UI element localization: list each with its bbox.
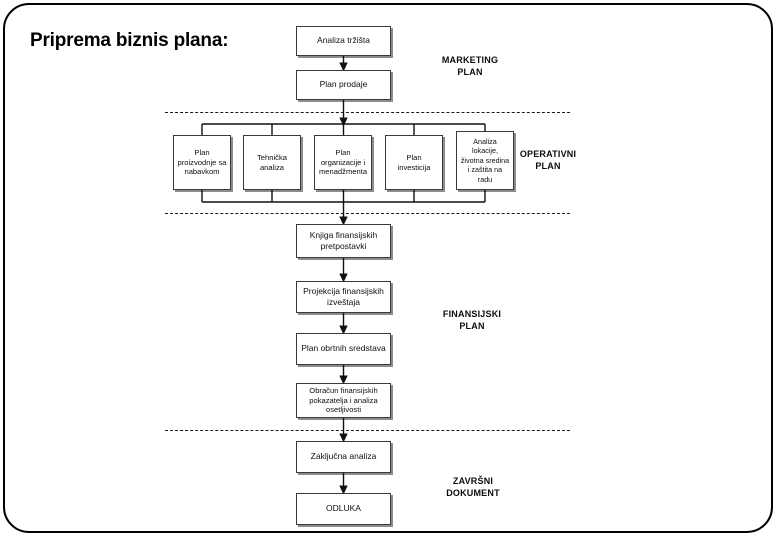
- node-label: Obračun finansijskih pokazatelja i anali…: [309, 385, 378, 415]
- node-label: Tehnička analiza: [257, 152, 287, 172]
- node-plan-organizacije[interactable]: Plan organizacije i menadžmenta: [314, 135, 372, 190]
- node-label: Plan prodaje: [319, 79, 368, 90]
- section-label-zavrsni-dokument: ZAVRŠNI DOKUMENT: [446, 476, 500, 499]
- node-label: Analiza lokacije, životna sredina i zašt…: [460, 137, 510, 184]
- node-plan-proizvodnje[interactable]: Plan proizvodnje sa nabavkom: [173, 135, 231, 190]
- section-label-finansijski-plan: FINANSIJSKI PLAN: [442, 309, 502, 332]
- divider-marketing-operativni: [165, 112, 570, 113]
- node-plan-investicija[interactable]: Plan investicija: [385, 135, 443, 190]
- node-label: Plan obrtnih sredstava: [301, 343, 386, 354]
- page-title: Priprema biznis plana:: [30, 30, 229, 51]
- node-analiza-trzista[interactable]: Analiza tržišta: [296, 26, 391, 56]
- node-label: ODLUKA: [326, 503, 361, 514]
- node-plan-obrtnih-sredstava[interactable]: Plan obrtnih sredstava: [296, 333, 391, 365]
- node-label: Analiza tržišta: [317, 35, 370, 46]
- divider-finansijski-zavrsni: [165, 430, 570, 431]
- node-zakljucna-analiza[interactable]: Zaključna analiza: [296, 441, 391, 473]
- node-plan-prodaje[interactable]: Plan prodaje: [296, 70, 391, 100]
- node-obracun-pokazatelja[interactable]: Obračun finansijskih pokazatelja i anali…: [296, 383, 391, 418]
- section-label-operativni-plan: OPERATIVNI PLAN: [519, 149, 577, 172]
- node-label: Plan investicija: [397, 152, 431, 172]
- node-label: Plan organizacije i menadžmenta: [318, 147, 368, 177]
- node-projekcija-finansijskih-izvestaja[interactable]: Projekcija finansijskih izveštaja: [296, 281, 391, 313]
- node-analiza-lokacije[interactable]: Analiza lokacije, životna sredina i zašt…: [456, 131, 514, 190]
- section-label-marketing-plan: MARKETING PLAN: [441, 55, 499, 78]
- node-label: Knjiga finansijskih pretpostavki: [309, 229, 378, 251]
- node-tehnicka-analiza[interactable]: Tehnička analiza: [243, 135, 301, 190]
- node-label: Projekcija finansijskih izveštaja: [303, 285, 384, 307]
- slide-frame-border: [3, 3, 773, 533]
- node-label: Plan proizvodnje sa nabavkom: [177, 147, 227, 177]
- node-odluka[interactable]: ODLUKA: [296, 493, 391, 525]
- node-knjiga-finansijskih-pretpostavki[interactable]: Knjiga finansijskih pretpostavki: [296, 224, 391, 258]
- node-label: Zaključna analiza: [310, 451, 377, 462]
- divider-operativni-finansijski: [165, 213, 570, 214]
